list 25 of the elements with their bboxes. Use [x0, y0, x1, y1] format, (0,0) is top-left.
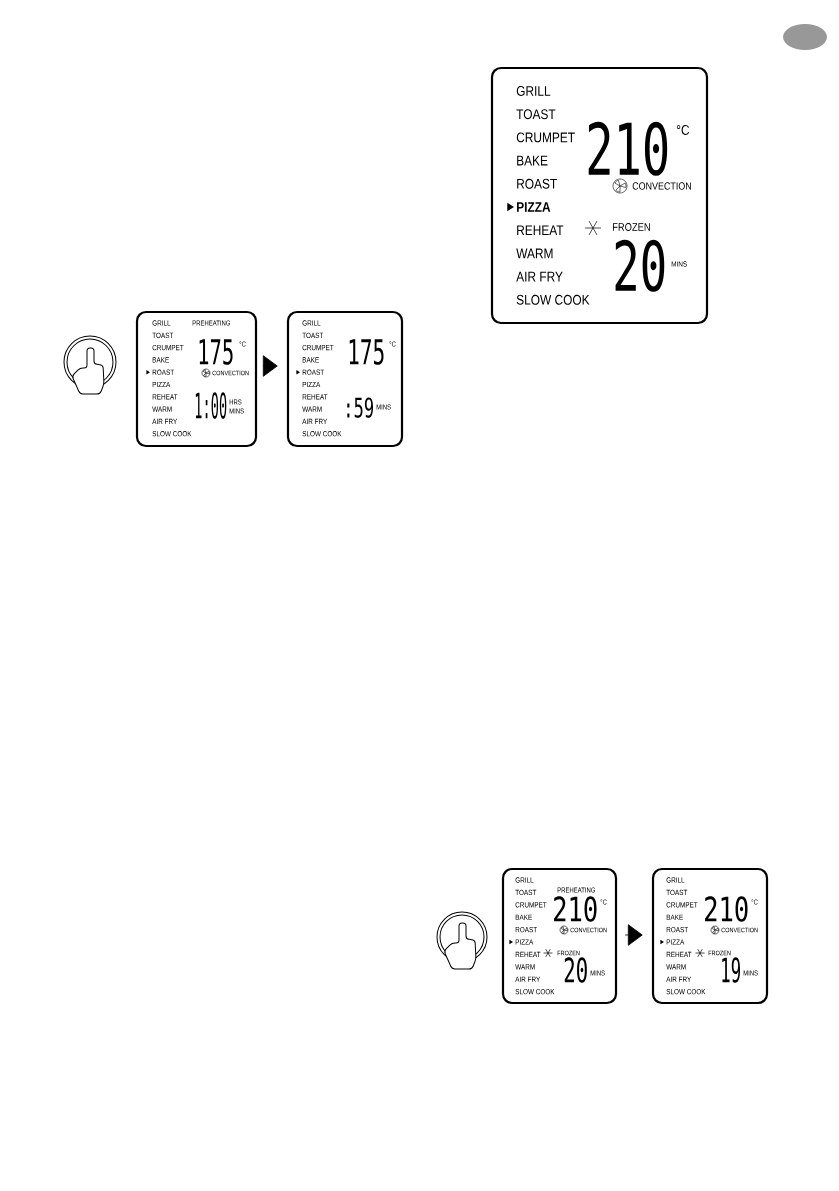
display-label: °C	[676, 125, 690, 135]
menu-item: CRUMPET	[516, 132, 575, 143]
menu-item: ROAST	[517, 178, 557, 189]
menu-item: BAKE	[517, 155, 548, 166]
digit-readout: 175	[199, 339, 233, 365]
menu-item: TOAST	[516, 109, 556, 120]
digit-readout: 175	[349, 339, 384, 365]
digit-readout: :59	[347, 397, 374, 418]
digit-readout: 210	[588, 121, 668, 176]
menu-item: WARM	[516, 248, 553, 259]
digit-readout: 20	[564, 957, 587, 983]
menu-item: GRILL	[516, 86, 551, 96]
menu-item: SLOW COOK	[516, 294, 590, 305]
arrow	[624, 924, 643, 946]
digit-readout: 1:00	[195, 392, 227, 419]
menu-item: REHEAT	[517, 225, 564, 235]
digit-readout: 210	[554, 896, 597, 922]
display-label: CONVECTION	[632, 182, 691, 190]
menu-item: AIR FRY	[516, 271, 563, 282]
arrow	[262, 355, 278, 377]
digit-readout: 19	[722, 957, 740, 983]
menu-item: PIZZA	[517, 202, 551, 212]
digit-readout: 20	[615, 239, 665, 292]
display-label: FROZEN	[612, 223, 650, 231]
digit-readout: 210	[705, 896, 748, 922]
